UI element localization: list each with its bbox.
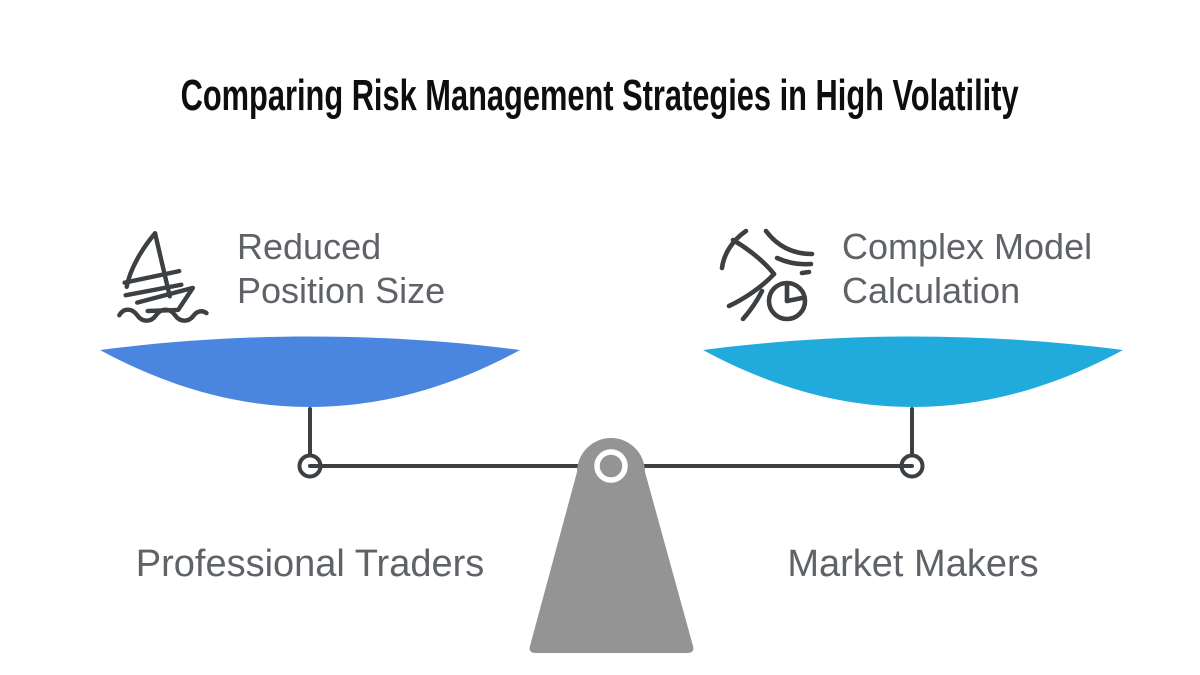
left-pan-label-line2: Position Size	[237, 270, 446, 311]
right-pan	[703, 336, 1123, 407]
right-pan-label: Complex Model Calculation	[842, 225, 1092, 313]
turbulence-clock-icon	[719, 228, 815, 322]
right-pan-label-line1: Complex Model	[842, 226, 1093, 267]
left-pan-label-line1: Reduced	[237, 226, 382, 267]
page-title-text: Comparing Risk Management Strategies in …	[180, 71, 1020, 120]
left-pan	[100, 336, 520, 407]
fulcrum	[529, 438, 694, 653]
page-title: Comparing Risk Management Strategies in …	[0, 71, 1200, 121]
sailboat-icon	[117, 231, 209, 323]
pivot-ring	[594, 449, 628, 483]
right-beam-joint	[899, 453, 925, 479]
left-pan-label: Reduced Position Size	[237, 225, 445, 313]
right-group-label: Market Makers	[787, 543, 1039, 585]
right-pan-label-line2: Calculation	[842, 270, 1021, 311]
left-beam-joint	[297, 453, 323, 479]
left-group-label: Professional Traders	[135, 543, 485, 585]
